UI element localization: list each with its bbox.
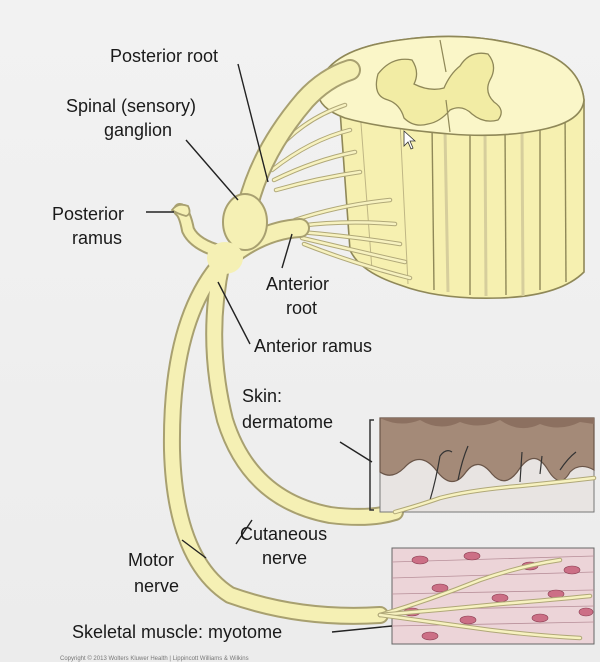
label-spinal-ganglion-line2: ganglion: [104, 120, 172, 140]
spinal-cord: [317, 35, 585, 300]
muscle-myotome: [377, 547, 595, 645]
skin-dermatome: [369, 417, 597, 515]
label-posterior-ramus-line2: ramus: [72, 228, 122, 248]
label-posterior-ramus-line1: Posterior: [52, 204, 124, 224]
label-skin-line2: dermatome: [242, 412, 333, 432]
label-cutaneous-line2: nerve: [262, 548, 307, 568]
cursor-icon: [403, 130, 417, 150]
label-motor-line1: Motor: [128, 550, 174, 570]
label-skeletal-muscle: Skeletal muscle: myotome: [72, 622, 282, 642]
nerve-trunks: [162, 59, 404, 625]
label-skin-line1: Skin:: [242, 386, 282, 406]
label-spinal-ganglion-line1: Spinal (sensory): [66, 96, 196, 116]
labels: Posterior root Spinal (sensory) ganglion…: [52, 46, 372, 662]
label-motor-line2: nerve: [134, 576, 179, 596]
label-anterior-ramus: Anterior ramus: [254, 336, 372, 356]
label-anterior-root-line2: root: [286, 298, 317, 318]
leader-lines: [146, 63, 393, 633]
label-anterior-root-line1: Anterior: [266, 274, 329, 294]
label-posterior-root: Posterior root: [110, 46, 218, 66]
label-cutaneous-line1: Cutaneous: [240, 524, 327, 544]
muscle-nuclei: [403, 551, 594, 641]
copyright-text: Copyright © 2013 Wolters Kluwer Health |…: [60, 655, 249, 662]
